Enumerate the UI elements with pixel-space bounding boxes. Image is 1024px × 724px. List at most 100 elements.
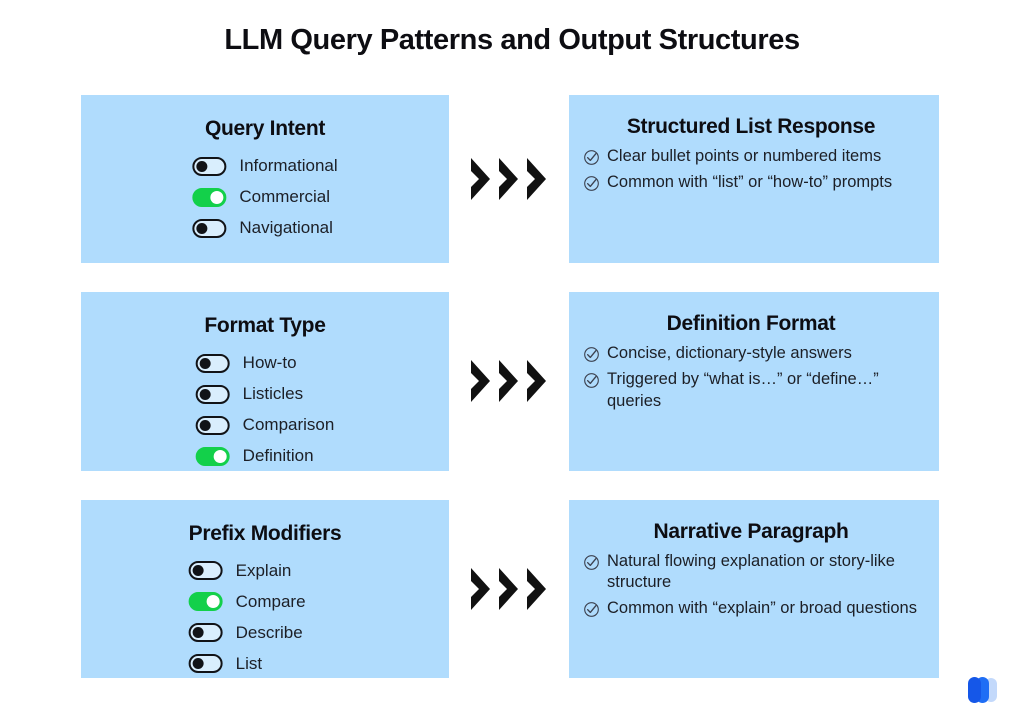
toggle-knob xyxy=(196,160,208,172)
toggle-label: Comparison xyxy=(242,415,335,434)
toggle-label: Commercial xyxy=(239,187,331,206)
toggle-row[interactable]: Compare xyxy=(188,589,342,615)
toggle-switch-off[interactable] xyxy=(192,156,227,176)
bullet-text: Clear bullet points or numbered items xyxy=(607,147,882,165)
input-card-title: Format Type xyxy=(204,314,326,337)
toggle-switch-off[interactable] xyxy=(188,623,223,642)
toggle-switch-off[interactable] xyxy=(195,415,230,435)
toggle-switch-off[interactable] xyxy=(188,654,223,673)
chevron-right-icon xyxy=(468,566,494,612)
bullet-item: Triggered by “what is…” or “define…” que… xyxy=(583,369,919,413)
toggle-row[interactable]: List xyxy=(188,651,342,677)
toggle-label: Definition xyxy=(242,446,314,465)
toggle-row[interactable]: Describe xyxy=(188,620,342,646)
toggle-knob xyxy=(210,190,224,204)
bullet-list: Clear bullet points or numbered items Co… xyxy=(583,146,919,194)
toggle-label: Listicles xyxy=(242,384,304,403)
toggle-knob xyxy=(199,419,211,431)
flow-arrow xyxy=(449,500,569,679)
toggle-label: Explain xyxy=(235,560,292,580)
triple-chevron-right-icon xyxy=(468,156,550,202)
output-card-title: Definition Format xyxy=(666,312,836,335)
toggle-switch-on[interactable] xyxy=(188,592,223,611)
check-circle-icon xyxy=(583,601,600,618)
flow-arrow xyxy=(449,292,569,471)
input-card-title: Prefix Modifiers xyxy=(188,521,342,545)
bullet-item: Common with “explain” or broad questions xyxy=(583,598,919,620)
chevron-right-icon xyxy=(468,156,494,202)
bullet-item: Clear bullet points or numbered items xyxy=(583,146,919,168)
toggle-switch-off[interactable] xyxy=(192,218,227,238)
toggle-knob xyxy=(206,595,220,608)
toggle-label: How-to xyxy=(242,353,297,372)
page-title: LLM Query Patterns and Output Structures xyxy=(224,24,800,56)
toggle-row[interactable]: How-to xyxy=(195,350,335,376)
bullet-item: Common with “list” or “how-to” prompts xyxy=(583,172,919,194)
triple-chevron-right-icon xyxy=(468,566,550,612)
toggle-row[interactable]: Definition xyxy=(195,443,335,469)
toggle-row[interactable]: Commercial xyxy=(192,184,337,210)
toggle-knob xyxy=(199,357,211,369)
toggle-row[interactable]: Listicles xyxy=(195,381,335,407)
output-card-title: Narrative Paragraph xyxy=(653,519,849,543)
toggle-label: Navigational xyxy=(239,218,333,237)
check-circle-icon xyxy=(583,554,600,571)
chevron-right-icon xyxy=(524,358,550,404)
chevron-right-icon xyxy=(524,156,550,202)
bullet-text: Triggered by “what is…” or “define…” que… xyxy=(607,369,879,410)
bullet-text: Natural flowing explanation or story-lik… xyxy=(607,551,895,592)
toggle-label: Informational xyxy=(239,156,338,175)
check-circle-icon xyxy=(583,175,600,192)
flow-arrow xyxy=(449,95,569,263)
toggle-label: Describe xyxy=(235,622,303,642)
bullet-text: Concise, dictionary-style answers xyxy=(607,344,852,362)
chevron-right-icon xyxy=(496,566,522,612)
chevron-right-icon xyxy=(496,156,522,202)
toggle-switch-on[interactable] xyxy=(195,446,230,466)
toggle-row[interactable]: Explain xyxy=(188,558,342,584)
bullet-list: Concise, dictionary-style answers Trigge… xyxy=(583,343,919,412)
toggle-switch-off[interactable] xyxy=(195,353,230,373)
toggle-knob xyxy=(199,388,211,400)
chevron-right-icon xyxy=(496,358,522,404)
toggle-switch-on[interactable] xyxy=(192,187,227,207)
toggle-row[interactable]: Navigational xyxy=(192,215,337,241)
toggle-label: Compare xyxy=(235,591,306,611)
bullet-text: Common with “explain” or broad questions xyxy=(607,599,917,618)
toggle-switch-off[interactable] xyxy=(188,561,223,580)
chevron-right-icon xyxy=(524,566,550,612)
toggle-knob xyxy=(196,222,208,234)
toggle-knob xyxy=(213,449,227,463)
toggle-label: List xyxy=(235,653,263,673)
toggle-row[interactable]: Informational xyxy=(192,153,338,179)
toggle-switch-off[interactable] xyxy=(195,384,230,404)
bullet-text: Common with “list” or “how-to” prompts xyxy=(607,172,893,191)
bullet-item: Natural flowing explanation or story-lik… xyxy=(583,551,919,595)
output-card-title: Structured List Response xyxy=(626,115,876,138)
bullet-list: Natural flowing explanation or story-lik… xyxy=(583,551,919,620)
brand-logo-icon xyxy=(966,676,1000,708)
chevron-right-icon xyxy=(468,358,494,404)
check-circle-icon xyxy=(583,149,600,166)
check-circle-icon xyxy=(583,372,600,389)
toggle-row[interactable]: Comparison xyxy=(195,412,335,438)
bullet-item: Concise, dictionary-style answers xyxy=(583,343,919,365)
input-card-title: Query Intent xyxy=(204,117,326,140)
